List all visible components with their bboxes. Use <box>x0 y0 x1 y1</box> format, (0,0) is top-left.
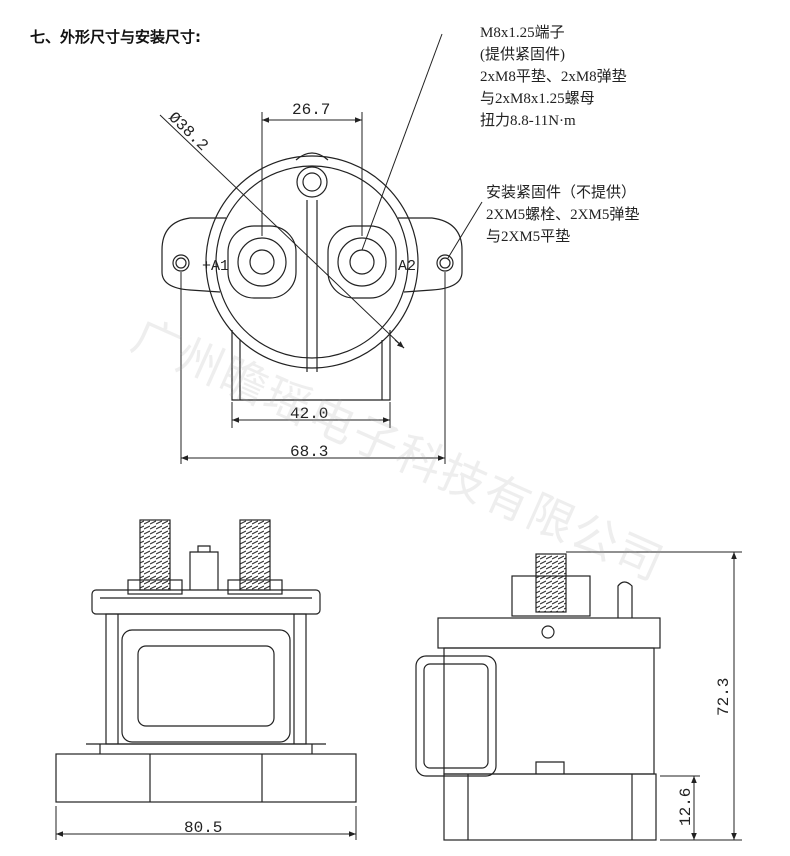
mounting-note-line-1: 安装紧固件（不提供） <box>486 185 637 201</box>
terminal-note-line-4: 与2xM8x1.25螺母 <box>480 91 595 107</box>
side-coil-housing <box>415 655 497 777</box>
front-top-cover <box>91 589 321 615</box>
terminal-note-line-2: (提供紧固件) <box>480 47 565 63</box>
top-view-dimensions <box>159 33 483 464</box>
side-top-cover <box>437 617 661 649</box>
dim-mount-spacing: 68.3 <box>290 443 328 461</box>
dim-overall-height: 72.3 <box>715 678 733 716</box>
right-mounting-flange <box>398 217 463 293</box>
terminal-note-line-3: 2xM8平垫、2xM8弹垫 <box>480 69 627 85</box>
left-mounting-flange <box>161 217 226 293</box>
front-body <box>105 613 307 745</box>
front-view <box>55 519 357 803</box>
terminal-a2 <box>337 237 387 287</box>
side-view <box>415 553 661 841</box>
terminal-note-line-1: M8x1.25端子 <box>480 25 565 41</box>
side-terminal <box>535 553 567 613</box>
front-aux-pin <box>189 545 219 590</box>
mounting-fastener-note: 安装紧固件（不提供） 2XM5螺栓、2XM5弹垫 与2XM5平垫 <box>486 182 639 248</box>
dim-diameter: Ø38.2 <box>165 109 212 155</box>
dim-flange-height: 12.6 <box>677 788 695 826</box>
dim-terminal-spacing: 26.7 <box>292 101 330 119</box>
main-housing-circle <box>205 155 419 369</box>
mounting-note-line-2: 2XM5螺栓、2XM5弹垫 <box>486 207 640 223</box>
terminal-fastener-note: M8x1.25端子 (提供紧固件) 2xM8平垫、2xM8弹垫 与2xM8x1.… <box>480 22 627 132</box>
side-body <box>443 647 655 775</box>
left-mount-hole <box>172 254 190 272</box>
section-heading: 七、外形尺寸与安装尺寸: <box>30 28 201 46</box>
front-terminal-right <box>239 519 271 591</box>
dim-overall-width: 80.5 <box>184 819 222 837</box>
center-rib <box>306 200 318 372</box>
front-terminal-left <box>139 519 171 591</box>
side-aux-pin <box>617 581 633 618</box>
right-mount-hole <box>436 254 454 272</box>
terminal-a2-label: A2 <box>398 258 416 275</box>
front-base-flange <box>55 753 357 803</box>
terminal-note-line-5: 扭力8.8-11N·m <box>480 113 576 129</box>
top-view-body-base <box>231 330 391 401</box>
mounting-note-line-3: 与2XM5平垫 <box>486 229 571 245</box>
terminal-a1-label: +A1 <box>202 258 229 275</box>
top-view <box>161 152 463 401</box>
aux-pin <box>296 166 328 198</box>
terminal-a1 <box>237 237 287 287</box>
side-base-flange <box>443 773 657 841</box>
dim-base-width: 42.0 <box>290 405 328 423</box>
